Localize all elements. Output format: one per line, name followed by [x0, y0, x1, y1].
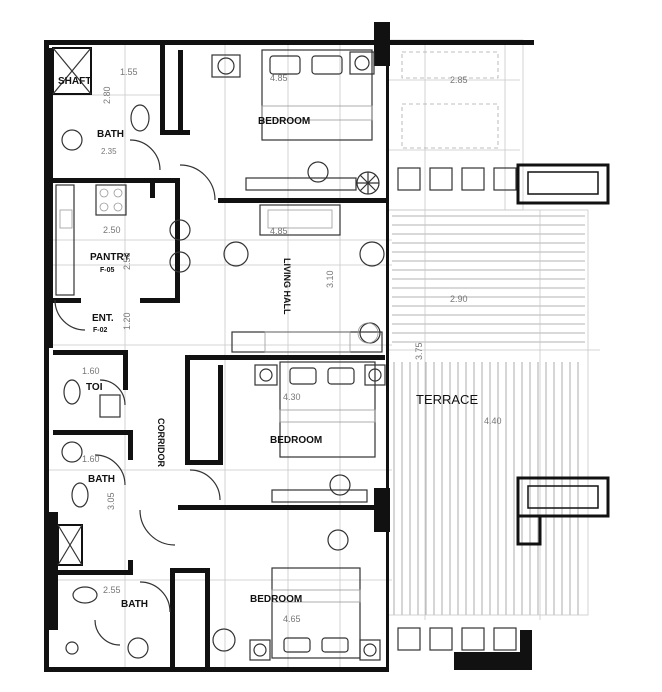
- dim-2-35: 2.35: [101, 147, 117, 156]
- dim-2-55: 2.55: [103, 585, 121, 595]
- dim-2-80: 2.80: [102, 86, 112, 104]
- terrace-chairs-top: [397, 167, 517, 191]
- shaft-top: [52, 47, 92, 95]
- dim-3-75: 3.75: [414, 342, 424, 360]
- label-bath-top: BATH: [97, 129, 124, 140]
- bed-mid: [254, 361, 386, 458]
- label-living-hall: LIVING HALL: [282, 258, 292, 315]
- label-toi: TOI: [86, 382, 103, 393]
- dim-2-50-vert: 2.50: [122, 252, 132, 270]
- desk-top: [245, 161, 357, 191]
- terrace-deck-slats: [392, 215, 585, 615]
- label-ent-code: F-02: [93, 327, 108, 334]
- dim-2-50-pantry: 2.50: [103, 225, 121, 235]
- dim-1-60-toi: 1.60: [82, 366, 100, 376]
- label-ent: ENT.: [92, 313, 114, 324]
- dim-4-85-top: 4.85: [270, 73, 288, 83]
- plant-top: [356, 171, 380, 195]
- doors: [54, 139, 221, 646]
- terrace-area: [387, 39, 600, 651]
- bathroom-fixtures: [61, 104, 150, 659]
- dim-4-85-living: 4.85: [270, 226, 288, 236]
- dim-1-20: 1.20: [122, 312, 132, 330]
- dim-3-05: 3.05: [106, 492, 116, 510]
- label-bath-bottom: BATH: [121, 599, 148, 610]
- bed-bottom: [212, 567, 381, 661]
- dim-2-85: 2.85: [450, 75, 468, 85]
- dim-4-30: 4.30: [283, 392, 301, 402]
- label-bath-mid: BATH: [88, 474, 115, 485]
- desk-mid: [271, 474, 368, 551]
- label-bedroom-bottom: BEDROOM: [250, 594, 302, 605]
- dim-4-65: 4.65: [283, 614, 301, 624]
- label-bedroom-mid: BEDROOM: [270, 435, 322, 446]
- dim-4-40: 4.40: [484, 416, 502, 426]
- pantry-counter: [55, 184, 127, 296]
- label-bedroom-top: BEDROOM: [258, 116, 310, 127]
- armchairs: [169, 219, 385, 273]
- label-corridor: CORRIDOR: [156, 418, 166, 467]
- shaft-bottom: [57, 524, 83, 566]
- label-pantry: PANTRY: [90, 252, 130, 263]
- label-terrace: TERRACE: [416, 392, 478, 407]
- dim-1-55: 1.55: [120, 67, 138, 77]
- terrace-chairs-bottom: [397, 627, 517, 651]
- dim-2-90: 2.90: [450, 294, 468, 304]
- dim-3-10: 3.10: [325, 270, 335, 288]
- dim-1-60-bath: 1.60: [82, 454, 100, 464]
- sofa: [259, 204, 341, 236]
- label-shaft-top: SHAFT: [58, 76, 91, 87]
- bed-top: [211, 49, 375, 141]
- room-labels: SHAFT BATH BEDROOM PANTRY F-05 ENT. F-02…: [58, 76, 478, 610]
- walls: [44, 22, 610, 672]
- plant-mid: [357, 322, 379, 344]
- label-pantry-code: F-05: [100, 267, 115, 274]
- dimension-labels: 1.55 2.80 2.35 4.85 2.85 2.50 2.50 4.85 …: [82, 67, 502, 624]
